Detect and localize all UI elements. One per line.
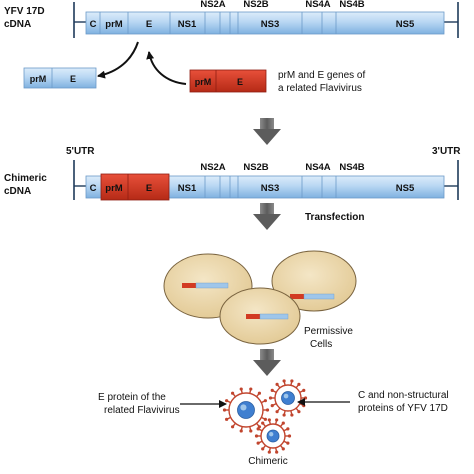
chimeric-segment-prm: prM: [105, 183, 123, 194]
chimeric-label-ns2a: NS2A: [200, 162, 225, 173]
chimeric-cdna-genome: 5'UTR 3'UTR Chimeric cDNA C prM E NS1 NS…: [4, 146, 461, 201]
virion-right: [268, 379, 308, 417]
chimeric-segment-ns1: NS1: [178, 183, 197, 194]
chimeric-segment-e: E: [146, 183, 152, 194]
chimeric-virions: [222, 379, 308, 454]
red-fragment-prm: prM: [195, 77, 212, 87]
chimeric-segment-c: C: [90, 183, 97, 194]
permissive-cells: [163, 250, 357, 345]
insertion-arrow: [146, 51, 187, 85]
segment-e: E: [146, 19, 152, 30]
cdna-label: cDNA: [4, 19, 31, 30]
segment-ns5: NS5: [396, 19, 415, 30]
utr5-label: 5'UTR: [66, 146, 95, 157]
related-genes-note-2: a related Flavivirus: [278, 83, 362, 94]
yfv17d-cdna-genome: YFV 17D cDNA C prM E NS1 NS3 NS5 NS2A NS…: [4, 0, 459, 38]
related-flavivirus-prm-e-fragment: prM E: [189, 69, 267, 93]
excision-arrow: [97, 41, 139, 79]
chimeric-virus-label: Chimeric: [248, 456, 287, 467]
label-ns2a: NS2A: [200, 0, 225, 10]
label-ns4b: NS4B: [339, 0, 364, 10]
virion-bottom: [254, 418, 292, 454]
virion-left: [222, 387, 270, 433]
segment-ns3: NS3: [261, 19, 279, 30]
utr3-label: 3'UTR: [432, 146, 461, 157]
segment-prm: prM: [105, 19, 123, 30]
segment-c: C: [90, 19, 97, 30]
permissive-label-2: Cells: [310, 339, 332, 350]
chimeric-label-ns4b: NS4B: [339, 162, 364, 173]
e-protein-note-1: E protein of the: [98, 392, 166, 403]
chimeric-label-ns2b: NS2B: [243, 162, 268, 173]
transfection-label: Transfection: [305, 212, 364, 223]
chimeric-segment-ns3: NS3: [261, 183, 279, 194]
yfv-prm-e-fragment: prM E: [23, 67, 97, 89]
process-arrow-1: [253, 118, 281, 145]
permissive-label-1: Permissive: [304, 326, 353, 337]
genome1-bar: [85, 11, 445, 35]
chimeric-label: Chimeric: [4, 173, 47, 184]
e-protein-note-2: related Flavivirus: [104, 405, 180, 416]
chimeric-cdna-label: cDNA: [4, 186, 31, 197]
chimeric-insert: [100, 173, 170, 201]
cell-right: [271, 250, 357, 312]
chimeric-label-ns4a: NS4A: [305, 162, 330, 173]
yfv17d-label: YFV 17D: [4, 6, 45, 17]
process-arrow-3: [253, 349, 281, 376]
label-ns2b: NS2B: [243, 0, 268, 10]
c-ns-note-2: proteins of YFV 17D: [358, 403, 448, 414]
related-genes-note-1: prM and E genes of: [278, 70, 365, 81]
chimeric-segment-ns5: NS5: [396, 183, 415, 194]
cell-bottom: [219, 287, 301, 345]
segment-ns1: NS1: [178, 19, 197, 30]
c-ns-note-1: C and non-structural: [358, 390, 449, 401]
label-ns4a: NS4A: [305, 0, 330, 10]
genome2-bar: [85, 175, 445, 199]
process-arrow-2: [253, 203, 281, 230]
fragment-e: E: [70, 74, 76, 84]
red-fragment-e: E: [237, 77, 243, 87]
fragment-prm: prM: [30, 74, 47, 84]
